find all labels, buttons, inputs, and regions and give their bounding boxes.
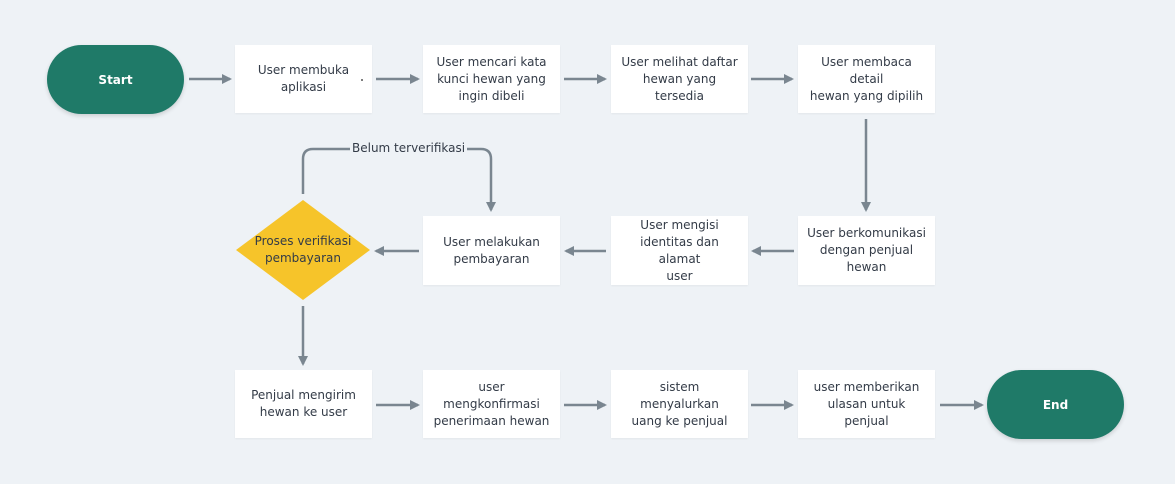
step-label: User membuka aplikasi bbox=[257, 63, 350, 94]
step-communicate-seller[interactable]: User berkomunikasi dengan penjual hewan bbox=[798, 216, 935, 285]
step-open-app[interactable]: User membuka aplikasi bbox=[235, 45, 372, 113]
start-label: Start bbox=[98, 72, 133, 87]
end-terminal[interactable]: End bbox=[987, 370, 1124, 439]
step-make-payment[interactable]: User melakukan pembayaran bbox=[423, 216, 560, 285]
step-give-review[interactable]: user memberikan ulasan untuk penjual bbox=[798, 370, 935, 438]
step-label: User mengisi identitas dan alamat user bbox=[640, 217, 719, 283]
step-confirm-receipt[interactable]: user mengkonfirmasi penerimaan hewan bbox=[423, 370, 560, 438]
step-label: User membaca detail hewan yang dipilih bbox=[809, 54, 924, 103]
step-fill-identity[interactable]: User mengisi identitas dan alamat user bbox=[611, 216, 748, 285]
step-disburse-funds[interactable]: sistem menyalurkan uang ke penjual bbox=[611, 370, 748, 438]
step-seller-ship[interactable]: Penjual mengirim hewan ke user bbox=[235, 370, 372, 438]
stray-dot bbox=[361, 79, 363, 81]
end-label: End bbox=[1042, 397, 1069, 412]
step-search-keyword[interactable]: User mencari kata kunci hewan yang ingin… bbox=[423, 45, 560, 113]
step-label: user memberikan ulasan untuk penjual bbox=[813, 379, 920, 428]
start-terminal[interactable]: Start bbox=[47, 45, 184, 114]
step-label: User melakukan pembayaran bbox=[443, 234, 540, 266]
decision-diamond[interactable] bbox=[236, 200, 370, 300]
step-label: sistem menyalurkan uang ke penjual bbox=[631, 379, 728, 428]
decision-label: Proses verifikasi pembayaran bbox=[254, 234, 352, 265]
step-label: User mencari kata kunci hewan yang ingin… bbox=[436, 54, 547, 103]
step-label: User melihat daftar hewan yang tersedia bbox=[621, 54, 738, 103]
loop-label: Belum terverifikasi bbox=[350, 141, 468, 155]
step-label: User berkomunikasi dengan penjual hewan bbox=[807, 226, 926, 274]
step-read-detail[interactable]: User membaca detail hewan yang dipilih bbox=[798, 45, 935, 113]
step-label: user mengkonfirmasi penerimaan hewan bbox=[433, 379, 550, 428]
step-label: Penjual mengirim hewan ke user bbox=[251, 388, 356, 419]
step-view-list[interactable]: User melihat daftar hewan yang tersedia bbox=[611, 45, 748, 113]
